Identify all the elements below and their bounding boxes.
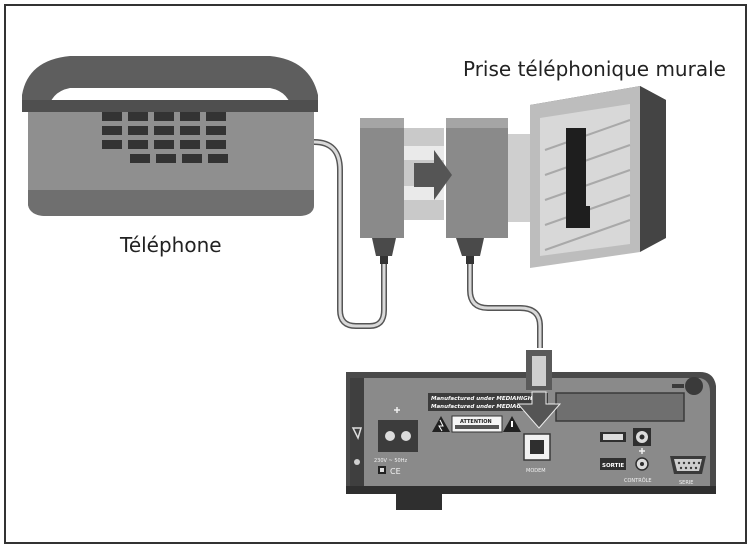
keypad-key [208,154,228,163]
keypad-key [206,140,226,149]
power-rating: 230V ~ 50Hz [374,458,407,464]
keypad-key [102,140,122,149]
keypad-key [180,140,200,149]
wall-socket [530,86,666,268]
attention-label: ATTENTION [460,419,492,425]
telephone [22,56,387,329]
receiver-back-panel: Manufactured under MEDIAHIGHWAY Manufact… [346,350,716,510]
insert-arrow-1 [414,150,452,200]
phone-plug-adapter [360,118,444,264]
keypad-key [102,126,122,135]
manufactured-line-1: Manufactured under MEDIAHIGHWAY [431,396,547,402]
keypad-key [206,126,226,135]
keypad-key [130,154,150,163]
keypad-key [128,126,148,135]
wall-socket-label: Prise téléphonique murale [463,57,726,81]
ce-mark: CE [390,467,401,476]
modem-insert-arrow [516,391,562,429]
keypad-key [154,140,174,149]
keypad-key [206,112,226,121]
lightning-warning-icon [432,416,450,432]
keypad-key [128,140,148,149]
keypad-key [156,154,176,163]
serie-label: SERIE [679,480,693,486]
keypad-key [180,112,200,121]
keypad-key [180,126,200,135]
keypad-key [154,126,174,135]
keypad-key [102,112,122,121]
manufactured-line-2: Manufactured under MEDIAGUARD lice [431,404,551,410]
telephone-keypad [102,112,228,163]
sortie-label: SORTIE [602,463,624,469]
keypad-key [182,154,202,163]
telephone-label: Téléphone [120,233,222,257]
modem-label: MODEM [526,468,546,474]
telephone-handset [22,56,318,112]
keypad-key [128,112,148,121]
keypad-key [154,112,174,121]
controle-label: CONTRÔLE [624,477,652,484]
